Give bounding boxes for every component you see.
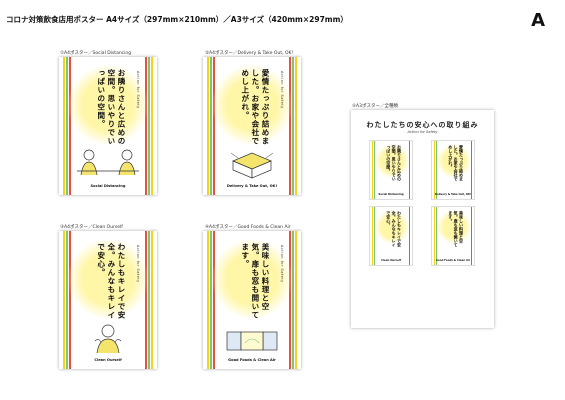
stripe-red-right	[289, 57, 291, 195]
poster-footer-label: Delivery & Take Out, OK!	[226, 184, 278, 188]
poster-a3-all[interactable]: わたしたちの安心への取り組み Action for Safety お隣りさんと広…	[351, 110, 494, 328]
stripe-green	[210, 231, 212, 369]
stripe-red-right	[289, 231, 291, 369]
a3-mini-message: 美味しい料理と空気。扉も窓も開いてます。	[448, 211, 464, 247]
sunburst-glow	[68, 65, 148, 145]
people-at-table-icon	[77, 149, 139, 176]
person-washing-icon	[94, 324, 122, 354]
caption-poster-4: ④A4ポスター／Good Foods & Clean Air	[205, 225, 291, 230]
poster-footer-label: Social Distancing	[90, 184, 126, 188]
poster-message: わたしもキレイで安全。みんなもキレイで安心。	[96, 243, 126, 320]
a3-poster-title: わたしたちの安心への取り組み	[366, 121, 479, 129]
poster-message: 愛情たっぷり詰めました。お家や会社でめし上がれ。	[240, 69, 270, 146]
poster-good-foods-clean-air[interactable]: 美味しい料理と空気。扉も窓も開いてます。 Action for Safety G…	[203, 231, 301, 369]
sunburst-glow	[212, 239, 292, 319]
poster-footer-label: Good Foods & Clean Air	[228, 358, 276, 362]
sunburst-glow	[68, 239, 148, 319]
a3-mini-poster-clean: わたしもキレイで安全。みんなもキレイで安心。 Clean Ourself	[369, 206, 413, 266]
stripe-red	[213, 231, 215, 369]
stripe-yellow-right	[151, 57, 153, 195]
poster-english-tagline: Action for Safety	[136, 71, 140, 109]
stripe-green-right	[292, 57, 294, 195]
stripe-red-right	[145, 231, 147, 369]
a3-mini-footer: Social Distancing	[378, 193, 404, 196]
poster-clean-ourself[interactable]: わたしもキレイで安全。みんなもキレイで安心。 Action for Safety…	[59, 231, 157, 369]
sunburst-glow	[212, 65, 292, 145]
poster-message: 美味しい料理と空気。扉も窓も開いてます。	[240, 243, 270, 320]
stripe-yellow-right	[151, 231, 153, 369]
a3-mini-message: 愛情たっぷり詰めました。お家や会社でめし上がれ。	[448, 145, 464, 181]
a3-mini-message: わたしもキレイで安全。みんなもキレイで安心。	[386, 211, 402, 247]
caption-poster-3: ③A4ポスター／Clean Ourself	[60, 225, 123, 230]
poster-delivery-takeout[interactable]: 愛情たっぷり詰めました。お家や会社でめし上がれ。 Action for Safe…	[203, 57, 301, 195]
stripe-yellow	[207, 57, 209, 195]
stripe-yellow	[63, 231, 65, 369]
a3-mini-footer: Delivery & Take Out, OK!	[434, 193, 472, 196]
a3-mini-footer: Good Foods & Clean Air	[435, 259, 471, 262]
stripe-green-right	[148, 57, 150, 195]
open-window-icon	[226, 331, 278, 351]
stripe-red-right	[145, 57, 147, 195]
poster-message: お隣りさんと広めの空間。思いやりでいっぱいの空間。	[96, 69, 126, 146]
stripe-yellow-right	[295, 57, 297, 195]
a3-mini-poster-social-distancing: お隣りさんと広めの空間。思いやりでいっぱいの空間。 Social Distanc…	[369, 140, 413, 200]
stripe-yellow-right	[295, 231, 297, 369]
poster-english-tagline: Action for Safety	[280, 71, 284, 109]
delivery-box-icon	[230, 152, 274, 179]
poster-english-tagline: Action for Safety	[280, 245, 284, 283]
caption-poster-5: ⑤A3ポスター／全種類	[352, 104, 398, 109]
a3-poster-subtitle: Action for Safety	[407, 130, 438, 134]
stripe-yellow	[63, 57, 65, 195]
stripe-green-right	[292, 231, 294, 369]
caption-poster-2: ②A4ポスター／Delivery & Take Out, OK!	[205, 51, 294, 56]
poster-footer-label: Clean Ourself	[94, 358, 122, 362]
a3-mini-message: お隣りさんと広めの空間。思いやりでいっぱいの空間。	[386, 145, 402, 181]
stripe-green	[210, 57, 212, 195]
a3-mini-footer: Clean Ourself	[381, 259, 401, 262]
stripe-green-right	[148, 231, 150, 369]
a3-mini-poster-delivery: 愛情たっぷり詰めました。お家や会社でめし上がれ。 Delivery & Take…	[431, 140, 475, 200]
poster-social-distancing[interactable]: お隣りさんと広めの空間。思いやりでいっぱいの空間。 Action for Saf…	[59, 57, 157, 195]
stripe-red	[213, 57, 215, 195]
stripe-green	[66, 231, 68, 369]
caption-poster-1: ①A4ポスター／Social Distancing	[60, 51, 132, 56]
stripe-red	[69, 231, 71, 369]
stripe-yellow	[207, 231, 209, 369]
poster-english-tagline: Action for Safety	[136, 245, 140, 283]
stripe-red	[69, 57, 71, 195]
page-letter-mark: A	[531, 10, 545, 31]
stripe-green	[66, 57, 68, 195]
page-header-title: コロナ対策飲食店用ポスター A4サイズ（297mm×210mm）／A3サイズ（4…	[6, 15, 348, 24]
a3-mini-poster-good-foods: 美味しい料理と空気。扉も窓も開いてます。 Good Foods & Clean …	[431, 206, 475, 266]
